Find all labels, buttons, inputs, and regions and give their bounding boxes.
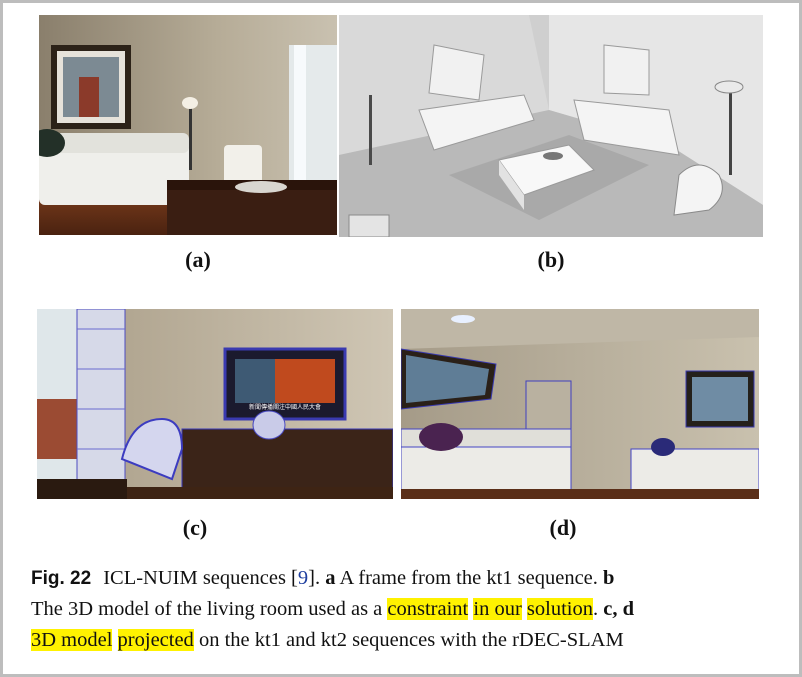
panel-key-a: a: [325, 567, 336, 589]
caption-a-text: A frame from the kt1 sequence.: [335, 567, 604, 589]
figure-panel-a: [39, 15, 337, 235]
citation-link[interactable]: 9: [297, 567, 309, 589]
panel-label-a: (a): [185, 247, 211, 272]
living-room-photo-a: [39, 15, 337, 235]
highlight-solution: solution: [526, 598, 593, 620]
caption-line1-mid: ].: [308, 567, 326, 589]
panel-label-d: (d): [549, 515, 577, 540]
figure-panel-d: [401, 309, 759, 499]
caption-line2-post: .: [592, 598, 604, 620]
living-room-model-b: [339, 15, 763, 237]
highlight-projected: projected: [117, 629, 194, 651]
projected-model-c: 新聞傳播關注中國人民大會: [37, 309, 393, 499]
panel-key-cd: c, d: [603, 598, 634, 620]
highlight-3d-model: 3D model: [31, 629, 113, 651]
figure-panel-b: [339, 15, 763, 237]
tv-subtitle-text: 新聞傳播關注中國人民大會: [249, 403, 321, 411]
panel-key-b: b: [603, 567, 615, 589]
figure-caption: Fig. 22 ICL-NUIM sequences [9]. a A frame…: [31, 563, 781, 656]
caption-line2-pre: The 3D model of the living room used as …: [31, 598, 388, 620]
caption-line3-post: on the kt1 and kt2 sequences with the rD…: [193, 629, 624, 651]
figure-panel-c: 新聞傳播關注中國人民大會: [37, 309, 393, 499]
caption-line1-pre: ICL-NUIM sequences [: [103, 567, 298, 589]
paper-page: (a) (b) 新聞傳播關注中國人民大會: [3, 3, 799, 674]
highlight-in-our: in our: [473, 598, 522, 620]
figure-number: Fig. 22: [31, 568, 92, 589]
projected-model-d: [401, 309, 759, 499]
panel-label-c: (c): [182, 515, 208, 540]
highlight-constraint: constraint: [387, 598, 469, 620]
panel-label-b: (b): [537, 247, 565, 272]
